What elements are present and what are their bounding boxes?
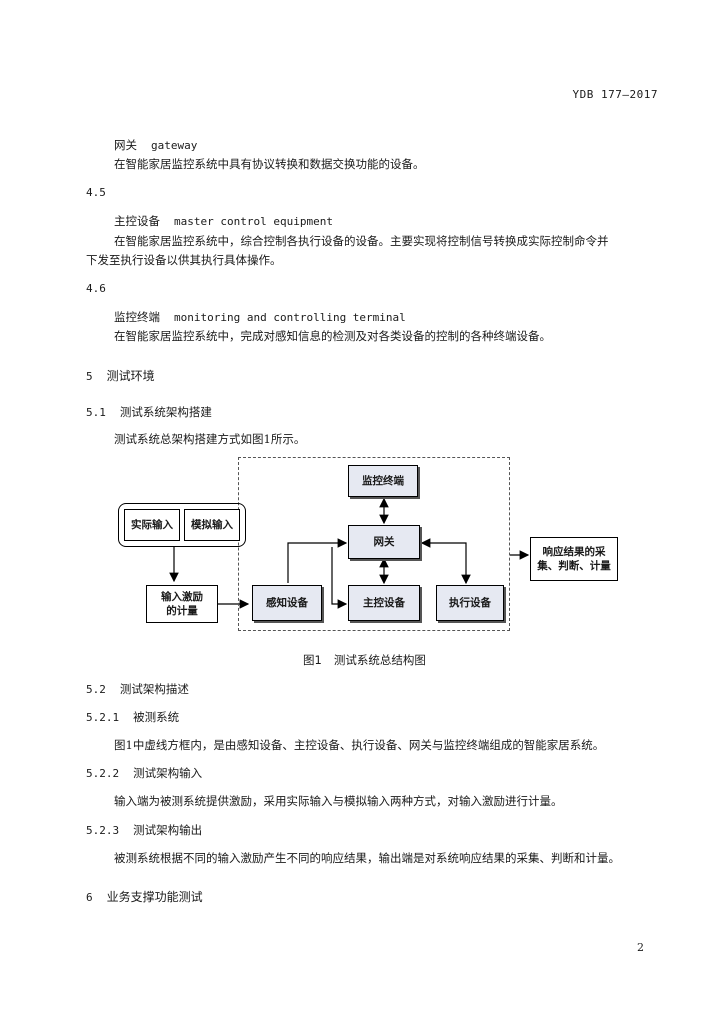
heading-number: 5.2.3 [86,824,120,837]
gateway-box: 网关 [348,525,420,559]
term-monitoring-terminal: 监控终端 monitoring and controlling terminal [114,309,406,325]
box-line: 响应结果的采 [542,545,606,558]
term-gateway: 网关 gateway [114,137,197,153]
input-metering-box: 输入激励 的计量 [146,585,218,623]
term-en: gateway [151,139,198,152]
heading-5-2-2: 5.2.2 测试架构输入 [86,765,202,781]
term-master-control: 主控设备 master control equipment [114,213,333,229]
caption-title: 测试系统总结构图 [333,653,426,667]
heading-number: 5.2.2 [86,767,120,780]
term-cn: 网关 [114,138,137,152]
heading-title: 测试架构描述 [119,682,189,696]
clause-number-4-6: 4.6 [86,282,106,295]
box-line: 输入激励 [161,590,203,603]
paragraph-5-2-1: 图1中虚线方框内，是由感知设备、主控设备、执行设备、网关与监控终端组成的智能家居… [114,738,605,752]
sensing-device-box: 感知设备 [252,585,322,621]
input-group [118,503,246,547]
box-line: 集、判断、计量 [537,560,611,572]
heading-number: 5.2.1 [86,711,120,724]
paragraph-5-1: 测试系统总架构搭建方式如图1所示。 [114,432,306,446]
heading-5-1: 5.1 测试系统架构搭建 [86,404,212,420]
definition-master-control-line2: 下发至执行设备以供其执行具体操作。 [86,253,282,267]
heading-6: 6 业务支撑功能测试 [86,888,203,905]
paragraph-5-2-3: 被测系统根据不同的输入激励产生不同的响应结果，输出端是对系统响应结果的采集、判断… [114,851,620,865]
heading-title: 测试系统架构搭建 [119,405,212,419]
definition-monitoring-terminal: 在智能家居监控系统中，完成对感知信息的检测及对各类设备的控制的各种终端设备。 [114,329,551,343]
simulated-input-box: 模拟输入 [184,509,240,541]
heading-title: 测试架构输出 [133,823,203,837]
heading-5-2-3: 5.2.3 测试架构输出 [86,822,202,838]
page-number: 2 [637,941,644,954]
monitoring-terminal-box: 监控终端 [348,465,418,497]
heading-number: 5.2 [86,683,106,696]
heading-5-2: 5.2 测试架构描述 [86,681,189,697]
heading-title: 业务支撑功能测试 [106,890,203,904]
heading-5-2-1: 5.2.1 被测系统 [86,709,179,725]
figure-1-diagram: 实际输入 模拟输入 输入激励 的计量 监控终端 网关 感知设备 主控设备 执行设… [110,455,630,635]
real-input-box: 实际输入 [124,509,180,541]
term-cn: 主控设备 [114,214,160,228]
definition-gateway: 在智能家居监控系统中具有协议转换和数据交换功能的设备。 [114,157,425,171]
heading-5: 5 测试环境 [86,367,155,384]
clause-number-4-5: 4.5 [86,186,106,199]
term-cn: 监控终端 [114,310,160,324]
connector-lines [169,497,530,609]
definition-master-control-line1: 在智能家居监控系统中，综合控制各执行设备的设备。主要实现将控制信号转换成实际控制… [114,234,609,248]
caption-number: 图1 [303,653,322,667]
heading-title: 测试环境 [106,369,155,383]
heading-title: 测试架构输入 [133,766,203,780]
heading-number: 5 [86,370,93,383]
paragraph-5-2-2: 输入端为被测系统提供激励，采用实际输入与模拟输入两种方式，对输入激励进行计量。 [114,794,563,808]
term-en: monitoring and controlling terminal [174,311,406,324]
heading-number: 5.1 [86,406,106,419]
output-result-box: 响应结果的采 集、判断、计量 [530,537,618,581]
heading-number: 6 [86,891,93,904]
heading-title: 被测系统 [133,710,180,724]
standard-number: YDB 177—2017 [572,88,658,101]
box-line: 的计量 [166,605,198,617]
actuator-box: 执行设备 [436,585,504,621]
master-control-box: 主控设备 [348,585,420,621]
figure-caption: 图1 测试系统总结构图 [303,652,426,668]
term-en: master control equipment [174,215,333,228]
